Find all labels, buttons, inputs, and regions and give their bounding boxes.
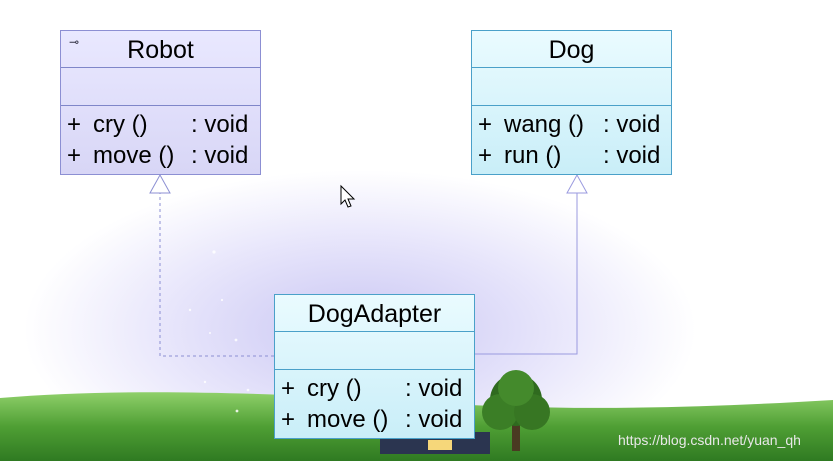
operation-name: move () [307, 406, 389, 433]
operation-name: move () [93, 142, 175, 169]
generalization-arrowhead [566, 173, 588, 194]
operation-name: wang () [504, 111, 585, 138]
dogadapter-class-box[interactable]: DogAdapter + cry () : void + move () : v… [274, 294, 475, 439]
dogadapter-operation-cry: + cry () : void [281, 373, 474, 404]
dogadapter-class-header: DogAdapter [275, 295, 474, 332]
dogadapter-operation-move: + move () : void [281, 404, 474, 435]
dog-operations-compartment: + wang () : void + run () : void [472, 106, 671, 171]
operation-name: run () [504, 142, 562, 169]
dogadapter-attributes-compartment [275, 332, 474, 370]
visibility-marker: + [478, 142, 493, 169]
watermark-text: https://blog.csdn.net/yuan_qh [618, 432, 801, 448]
operation-name: cry () [93, 111, 148, 138]
visibility-marker: + [67, 142, 82, 169]
dogadapter-class-name: DogAdapter [307, 300, 442, 328]
operation-return-type: : void [603, 142, 661, 169]
dog-class-box[interactable]: Dog + wang () : void + run () : void [471, 30, 672, 175]
robot-operation-cry: + cry () : void [67, 109, 260, 140]
operation-return-type: : void [405, 406, 463, 433]
mouse-cursor-icon [340, 184, 356, 208]
dog-operation-wang: + wang () : void [478, 109, 671, 140]
dog-class-header: Dog [472, 31, 671, 68]
realization-connector [159, 193, 274, 357]
robot-attributes-compartment [61, 68, 260, 106]
tree-illustration [482, 370, 550, 451]
interface-lollipop-icon: ⊸ [69, 35, 80, 49]
dogadapter-operations-compartment: + cry () : void + move () : void [275, 370, 474, 435]
sparkles [188, 250, 250, 413]
robot-class-box[interactable]: ⊸ Robot + cry () : void + move () : void [60, 30, 261, 175]
operation-return-type: : void [191, 111, 249, 138]
robot-class-name: Robot [127, 36, 194, 64]
operation-return-type: : void [405, 375, 463, 402]
robot-operation-move: + move () : void [67, 140, 260, 171]
operation-return-type: : void [603, 111, 661, 138]
robot-operations-compartment: + cry () : void + move () : void [61, 106, 260, 171]
house-window [428, 440, 452, 450]
visibility-marker: + [281, 375, 296, 402]
visibility-marker: + [67, 111, 82, 138]
visibility-marker: + [281, 406, 296, 433]
dog-class-name: Dog [548, 36, 595, 64]
dog-attributes-compartment [472, 68, 671, 106]
operation-return-type: : void [191, 142, 249, 169]
dog-operation-run: + run () : void [478, 140, 671, 171]
realization-arrowhead [149, 173, 171, 194]
visibility-marker: + [478, 111, 493, 138]
generalization-connector [475, 193, 578, 355]
robot-class-header: ⊸ Robot [61, 31, 260, 68]
operation-name: cry () [307, 375, 362, 402]
